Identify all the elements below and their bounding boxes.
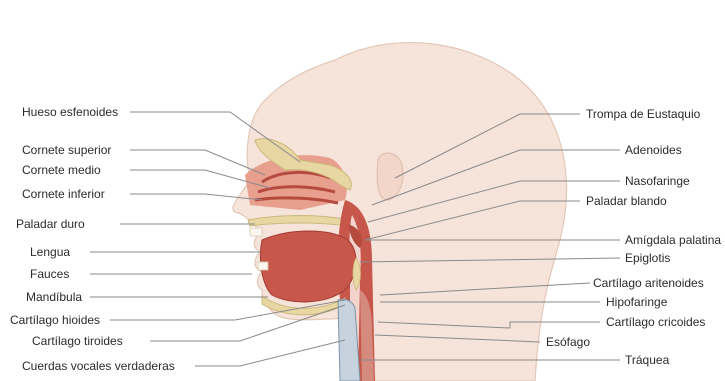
label-fauces: Fauces [30,267,69,281]
label-cornete-medio: Cornete medio [22,163,101,177]
label-cornete-superior: Cornete superior [22,143,111,157]
label-esofago: Esófago [546,335,590,349]
label-amigdala-palatina: Amígdala palatina [625,233,721,247]
label-trompa-eustaquio: Trompa de Eustaquio [586,107,700,121]
label-hipofaringe: Hipofaringe [606,295,667,309]
label-adenoides: Adenoides [625,143,682,157]
label-cornete-inferior: Cornete inferior [22,187,105,201]
tongue [260,231,356,302]
label-cuerdas-vocales: Cuerdas vocales verdaderas [22,359,175,373]
label-cartilago-cricoides: Cartílago cricoides [606,315,705,329]
label-lengua: Lengua [30,245,70,259]
label-paladar-blando: Paladar blando [586,194,667,208]
label-cartilago-hioides: Cartílago hioides [10,313,100,327]
head-silhouette [233,43,567,381]
label-cartilago-aritenoides: Cartílago aritenoides [593,276,704,290]
label-traquea: Tráquea [625,353,669,367]
label-epiglotis: Epiglotis [625,251,670,265]
label-mandibula: Mandíbula [26,290,82,304]
label-nasofaringe: Nasofaringe [625,174,690,188]
label-cartilago-tiroides: Cartílago tiroides [32,334,123,348]
label-hueso-esfenoides: Hueso esfenoides [22,105,118,119]
label-paladar-duro: Paladar duro [16,217,85,231]
